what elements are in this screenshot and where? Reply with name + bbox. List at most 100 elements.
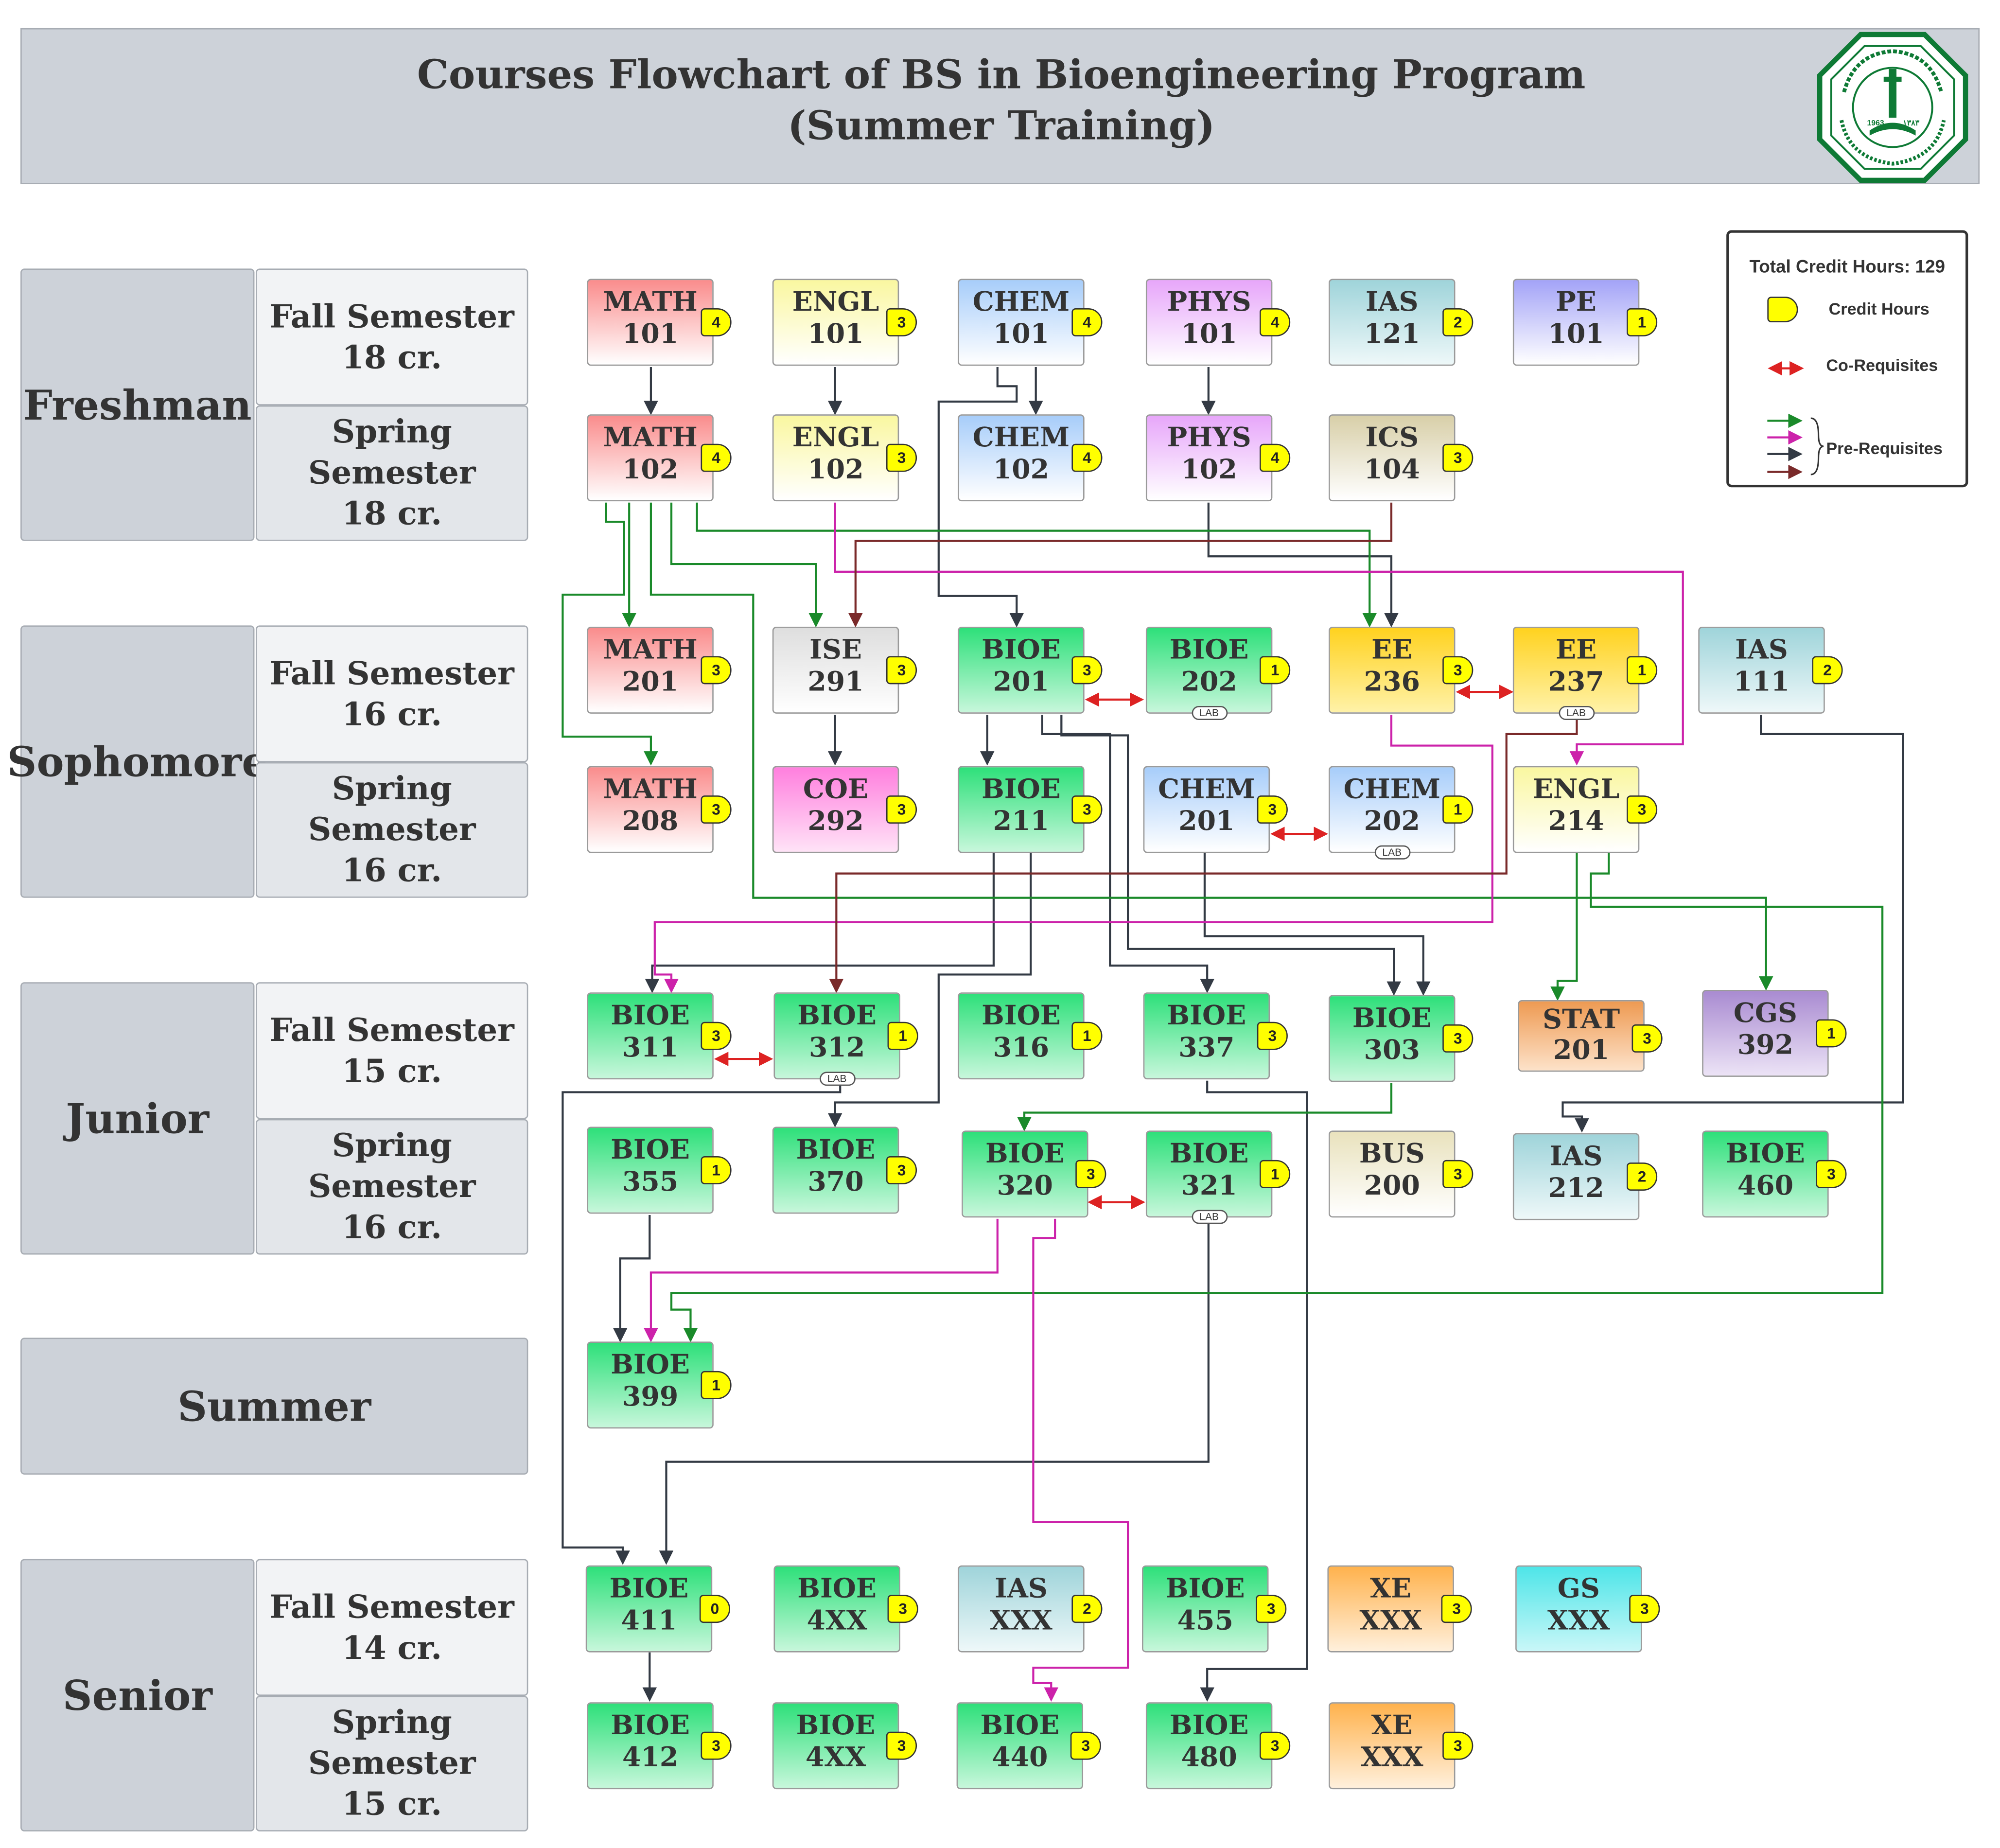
course-bioe311[interactable]: BIOE 311 3 bbox=[587, 992, 732, 1080]
course-dept: PHYS bbox=[1167, 421, 1251, 453]
course-bioe337[interactable]: BIOE 337 3 bbox=[1143, 992, 1288, 1080]
course-stat201[interactable]: STAT 201 3 bbox=[1518, 1000, 1663, 1072]
semester-credits: 18 cr. bbox=[342, 495, 442, 532]
course-bioe460[interactable]: BIOE 460 3 bbox=[1702, 1130, 1847, 1218]
course-bioe399[interactable]: BIOE 399 1 bbox=[587, 1341, 732, 1429]
credit-badge: 3 bbox=[701, 656, 732, 685]
semester-junior-spring: Spring Semester 16 cr. bbox=[256, 1119, 528, 1255]
course-bioe303[interactable]: BIOE 303 3 bbox=[1329, 995, 1474, 1082]
course-bioe480[interactable]: BIOE 480 3 bbox=[1145, 1702, 1291, 1790]
course-phys102[interactable]: PHYS 102 4 bbox=[1145, 414, 1291, 502]
course-math101[interactable]: MATH 101 4 bbox=[587, 279, 732, 366]
course-number: 316 bbox=[993, 1031, 1050, 1063]
course-math201[interactable]: MATH 201 3 bbox=[587, 626, 732, 714]
course-bioe4xx-spring[interactable]: BIOE 4XX 3 bbox=[772, 1702, 917, 1790]
course-bioe316[interactable]: BIOE 316 1 bbox=[958, 992, 1103, 1080]
course-number: 460 bbox=[1737, 1169, 1794, 1201]
course-dept: BIOE bbox=[1726, 1137, 1805, 1169]
course-number: 211 bbox=[993, 804, 1050, 837]
course-dept: MATH bbox=[603, 285, 698, 317]
course-bioe440[interactable]: BIOE 440 3 bbox=[956, 1702, 1101, 1790]
course-ics104[interactable]: ICS 104 3 bbox=[1329, 414, 1474, 502]
course-dept: BIOE bbox=[985, 1137, 1065, 1169]
credit-badge: 4 bbox=[1071, 443, 1103, 472]
course-bioe412[interactable]: BIOE 412 3 bbox=[587, 1702, 732, 1790]
credit-badge: 2 bbox=[1812, 656, 1843, 685]
course-chem201[interactable]: CHEM 201 3 bbox=[1143, 766, 1288, 853]
course-bioe321[interactable]: BIOE 321 1 LAB bbox=[1145, 1130, 1291, 1224]
course-coe292[interactable]: COE 292 3 bbox=[772, 766, 917, 853]
credit-badge: 3 bbox=[1442, 1731, 1474, 1760]
legend-arrows-icon bbox=[1767, 361, 1824, 479]
credit-badge: 3 bbox=[886, 1156, 917, 1184]
course-engl214[interactable]: ENGL 214 3 bbox=[1512, 766, 1658, 853]
course-cgs392[interactable]: CGS 392 1 bbox=[1702, 990, 1847, 1077]
course-bioe201[interactable]: BIOE 201 3 bbox=[958, 626, 1103, 714]
course-ee237[interactable]: EE 237 1 LAB bbox=[1512, 626, 1658, 720]
course-chem102[interactable]: CHEM 102 4 bbox=[958, 414, 1103, 502]
course-ise291[interactable]: ISE 291 3 bbox=[772, 626, 917, 714]
course-math208[interactable]: MATH 208 3 bbox=[587, 766, 732, 853]
year-senior: Senior bbox=[20, 1559, 255, 1831]
course-pe101[interactable]: PE 101 1 bbox=[1512, 279, 1658, 366]
course-dept: BIOE bbox=[609, 1571, 689, 1604]
course-dept: EE bbox=[1371, 633, 1413, 665]
course-bioe455[interactable]: BIOE 455 3 bbox=[1142, 1565, 1287, 1653]
course-dept: MATH bbox=[603, 421, 698, 453]
course-dept: BIOE bbox=[1169, 1137, 1249, 1169]
credit-badge: 3 bbox=[886, 443, 917, 472]
course-dept: ENGL bbox=[792, 421, 879, 453]
credit-badge: 2 bbox=[1442, 308, 1474, 336]
course-ias121[interactable]: IAS 121 2 bbox=[1329, 279, 1474, 366]
course-dept: BIOE bbox=[982, 772, 1061, 805]
course-ee236[interactable]: EE 236 3 bbox=[1329, 626, 1474, 714]
course-xexxx-spring[interactable]: XE XXX 3 bbox=[1329, 1702, 1474, 1790]
credit-badge: 2 bbox=[1626, 1162, 1658, 1191]
course-bioe312[interactable]: BIOE 312 1 LAB bbox=[773, 992, 918, 1086]
credit-badge: 3 bbox=[1256, 1595, 1287, 1623]
course-iasxxx[interactable]: IAS XXX 2 bbox=[958, 1565, 1103, 1653]
course-bioe211[interactable]: BIOE 211 3 bbox=[958, 766, 1103, 853]
course-number: 321 bbox=[1181, 1169, 1237, 1201]
course-bioe370[interactable]: BIOE 370 3 bbox=[772, 1126, 917, 1214]
course-number: 236 bbox=[1364, 665, 1420, 697]
course-number: 480 bbox=[1181, 1741, 1237, 1773]
page-title: Courses Flowchart of BS in Bioengineerin… bbox=[417, 52, 1586, 99]
course-dept: COE bbox=[803, 772, 869, 805]
course-number: 440 bbox=[992, 1741, 1048, 1773]
edge-bioe320-bioe399 bbox=[644, 1218, 999, 1342]
credit-badge: 3 bbox=[1626, 795, 1658, 824]
course-ias111[interactable]: IAS 111 2 bbox=[1698, 626, 1843, 714]
course-dept: BIOE bbox=[982, 999, 1061, 1031]
credit-badge: 2 bbox=[1071, 1595, 1103, 1623]
course-bus200[interactable]: BUS 200 3 bbox=[1329, 1130, 1474, 1218]
course-dept: BIOE bbox=[980, 1708, 1060, 1741]
course-bioe411[interactable]: BIOE 411 0 bbox=[585, 1565, 731, 1653]
course-chem101[interactable]: CHEM 101 4 bbox=[958, 279, 1103, 366]
course-xexxx-fall[interactable]: XE XXX 3 bbox=[1327, 1565, 1472, 1653]
credit-badge: 3 bbox=[886, 656, 917, 685]
seal-year-left: 1963 bbox=[1867, 119, 1884, 127]
course-bioe355[interactable]: BIOE 355 1 bbox=[587, 1126, 732, 1214]
credit-badge: 3 bbox=[886, 1731, 917, 1760]
course-gsxxx[interactable]: GS XXX 3 bbox=[1515, 1565, 1660, 1653]
course-number: 102 bbox=[807, 453, 864, 485]
course-number: 101 bbox=[1548, 317, 1604, 350]
course-ias212[interactable]: IAS 212 2 bbox=[1512, 1133, 1658, 1220]
course-engl101[interactable]: ENGL 101 3 bbox=[772, 279, 917, 366]
course-phys101[interactable]: PHYS 101 4 bbox=[1145, 279, 1291, 366]
course-bioe202[interactable]: BIOE 202 1 LAB bbox=[1145, 626, 1291, 720]
course-number: 303 bbox=[1364, 1033, 1420, 1066]
course-bioe4xx-fall[interactable]: BIOE 4XX 3 bbox=[773, 1565, 918, 1653]
semester-credits: 14 cr. bbox=[342, 1628, 442, 1666]
credit-badge: 4 bbox=[1260, 443, 1291, 472]
course-engl102[interactable]: ENGL 102 3 bbox=[772, 414, 917, 502]
course-bioe320[interactable]: BIOE 320 3 bbox=[962, 1130, 1106, 1218]
course-dept: BIOE bbox=[1165, 1571, 1245, 1604]
edge-bioe211-bioe370 bbox=[827, 853, 1032, 1128]
course-number: 104 bbox=[1364, 453, 1420, 485]
credit-badge: 1 bbox=[1816, 1019, 1847, 1048]
course-math102[interactable]: MATH 102 4 bbox=[587, 414, 732, 502]
course-number: 292 bbox=[807, 804, 864, 837]
course-chem202[interactable]: CHEM 202 1 LAB bbox=[1329, 766, 1474, 860]
